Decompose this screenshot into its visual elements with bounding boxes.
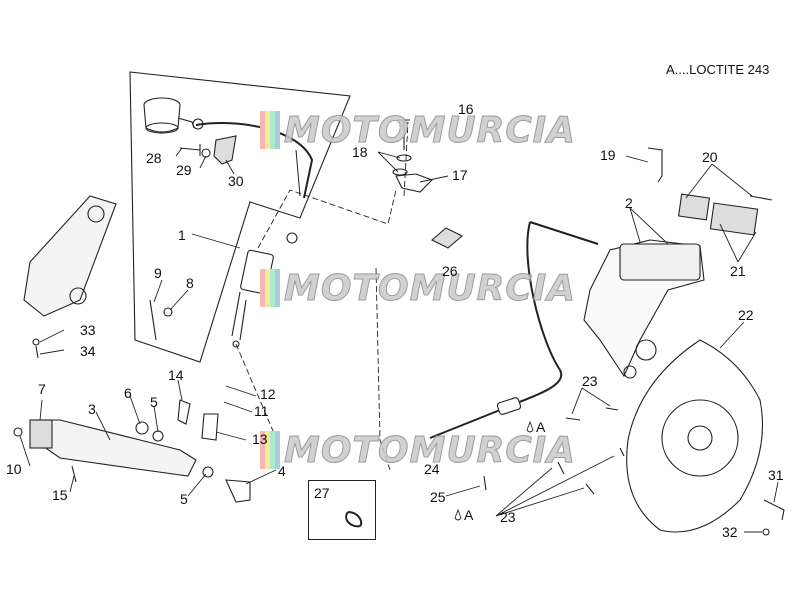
- brake-pedal: [39, 419, 197, 477]
- loctite-legend: A....LOCTITE 243: [666, 62, 770, 77]
- watermark-color-bars: [260, 111, 280, 149]
- return-spring: [149, 299, 157, 341]
- screw-32: [762, 528, 770, 536]
- callout-33[interactable]: 33: [80, 322, 96, 338]
- callout-11[interactable]: 11: [254, 403, 269, 419]
- watermark-color-bars: [260, 269, 280, 307]
- callout-16[interactable]: 16: [458, 101, 474, 117]
- bleed-valve: [647, 147, 663, 183]
- loctite-drop-1: [526, 420, 534, 433]
- callout-26[interactable]: 26: [442, 263, 458, 279]
- reservoir-bracket: [213, 135, 237, 165]
- callout-27[interactable]: 27: [314, 485, 330, 501]
- brake-pad-right: [709, 202, 759, 236]
- watermark-logo: MOTOMURCIA: [260, 267, 577, 309]
- callout-24[interactable]: 24: [424, 461, 440, 477]
- washer-5a: [152, 430, 164, 442]
- loctite-drop-2: [454, 508, 462, 521]
- callout-14[interactable]: 14: [168, 367, 184, 383]
- pipe-clip: [431, 227, 463, 249]
- callout-18[interactable]: 18: [352, 144, 368, 160]
- watermark-logo: MOTOMURCIA: [260, 429, 577, 471]
- watermark-text: MOTOMURCIA: [283, 267, 577, 309]
- loctite-marker-1: A: [536, 419, 546, 435]
- callout-20[interactable]: 20: [702, 149, 718, 165]
- washer-33: [32, 338, 40, 346]
- screw-8: [163, 307, 173, 317]
- watermark-text: MOTOMURCIA: [283, 109, 577, 151]
- screw-25: [483, 475, 487, 491]
- callout-10[interactable]: 10: [6, 461, 22, 477]
- speed-sensor: [763, 499, 785, 521]
- disc-bolt-1: [565, 417, 581, 421]
- watermark-text: MOTOMURCIA: [283, 429, 577, 471]
- callout-5-top[interactable]: 5: [150, 394, 158, 410]
- callout-6[interactable]: 6: [124, 385, 132, 401]
- callout-30[interactable]: 30: [228, 173, 244, 189]
- pivot-pin: [225, 479, 251, 503]
- callout-21[interactable]: 21: [730, 263, 746, 279]
- brake-pipe: [429, 221, 599, 439]
- banjo-fitting: [395, 173, 433, 193]
- watermark-logo: MOTOMURCIA: [260, 109, 577, 151]
- callout-3[interactable]: 3: [88, 401, 96, 417]
- master-cylinder-group-outline: [129, 71, 351, 363]
- washer-6: [135, 421, 149, 435]
- rod-end-14: [177, 399, 191, 425]
- callout-17[interactable]: 17: [452, 167, 468, 183]
- callout-29[interactable]: 29: [176, 162, 192, 178]
- callout-5-bottom[interactable]: 5: [180, 491, 188, 507]
- callout-7[interactable]: 7: [38, 381, 46, 397]
- nut-10: [13, 427, 23, 437]
- callout-22[interactable]: 22: [738, 307, 754, 323]
- watermark-color-bars: [260, 431, 280, 469]
- callout-4[interactable]: 4: [278, 463, 286, 479]
- callout-32[interactable]: 32: [722, 524, 738, 540]
- washer-29: [201, 148, 211, 158]
- callout-9[interactable]: 9: [154, 265, 162, 281]
- callout-25[interactable]: 25: [430, 489, 446, 505]
- loctite-marker-2: A: [464, 507, 474, 523]
- disc-bolt-3: [557, 461, 565, 475]
- disc-bolt-5: [619, 447, 625, 457]
- callout-12[interactable]: 12: [260, 386, 276, 402]
- part-27-inset-box: [308, 480, 376, 540]
- footrest-plate: [23, 195, 117, 317]
- washer-5b: [202, 466, 214, 478]
- brake-disc: [626, 339, 764, 533]
- callout-15[interactable]: 15: [52, 487, 68, 503]
- callout-23-bottom[interactable]: 23: [500, 509, 516, 525]
- rear-caliper: [583, 239, 705, 379]
- callout-34[interactable]: 34: [80, 343, 96, 359]
- screw-28: [179, 144, 201, 156]
- pad-pin: [749, 195, 773, 201]
- callout-8[interactable]: 8: [186, 275, 194, 291]
- disc-bolt-4: [585, 483, 595, 495]
- callout-23-top[interactable]: 23: [582, 373, 598, 389]
- callout-2[interactable]: 2: [625, 195, 633, 211]
- screw-34: [35, 345, 39, 359]
- brake-pad-left: [677, 193, 711, 221]
- callout-28[interactable]: 28: [146, 150, 162, 166]
- rod-13: [201, 413, 219, 441]
- callout-1[interactable]: 1: [178, 227, 186, 243]
- callout-19[interactable]: 19: [600, 147, 616, 163]
- hose-clip: [345, 511, 363, 528]
- disc-bolt-2: [605, 407, 619, 411]
- callout-31[interactable]: 31: [768, 467, 784, 483]
- brake-fluid-reservoir: [143, 97, 195, 134]
- callout-13[interactable]: 13: [252, 431, 268, 447]
- banjo-bolt: [398, 119, 410, 150]
- bolt-15: [71, 465, 77, 483]
